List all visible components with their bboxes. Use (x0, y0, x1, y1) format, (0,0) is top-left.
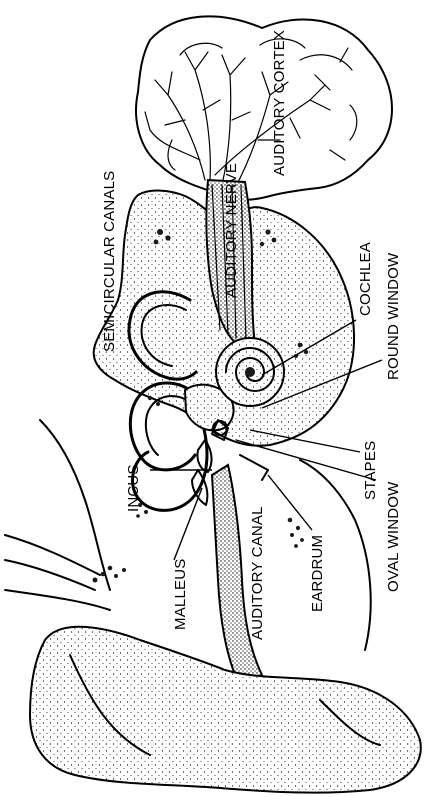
label-auditory-canal: AUDITORY CANAL (249, 506, 266, 640)
auditory-cortex-region (136, 16, 392, 199)
label-stapes: STAPES (362, 441, 379, 500)
cochlea (216, 338, 284, 406)
label-auditory-cortex: AUDITORY CORTEX (271, 30, 288, 176)
label-oval-window: OVAL WINDOW (385, 481, 402, 592)
label-eardrum: EARDRUM (309, 535, 326, 612)
label-semicircular-canals: SEMICIRCULAR CANALS (101, 171, 118, 352)
label-cochlea: COCHLEA (357, 242, 374, 316)
outer-ear-auricle (30, 627, 421, 793)
label-malleus: MALLEUS (172, 559, 189, 630)
label-auditory-nerve: AUDITORY NERVE (223, 163, 240, 298)
label-round-window: ROUND WINDOW (385, 252, 402, 380)
label-incus: INCUS (125, 464, 142, 512)
